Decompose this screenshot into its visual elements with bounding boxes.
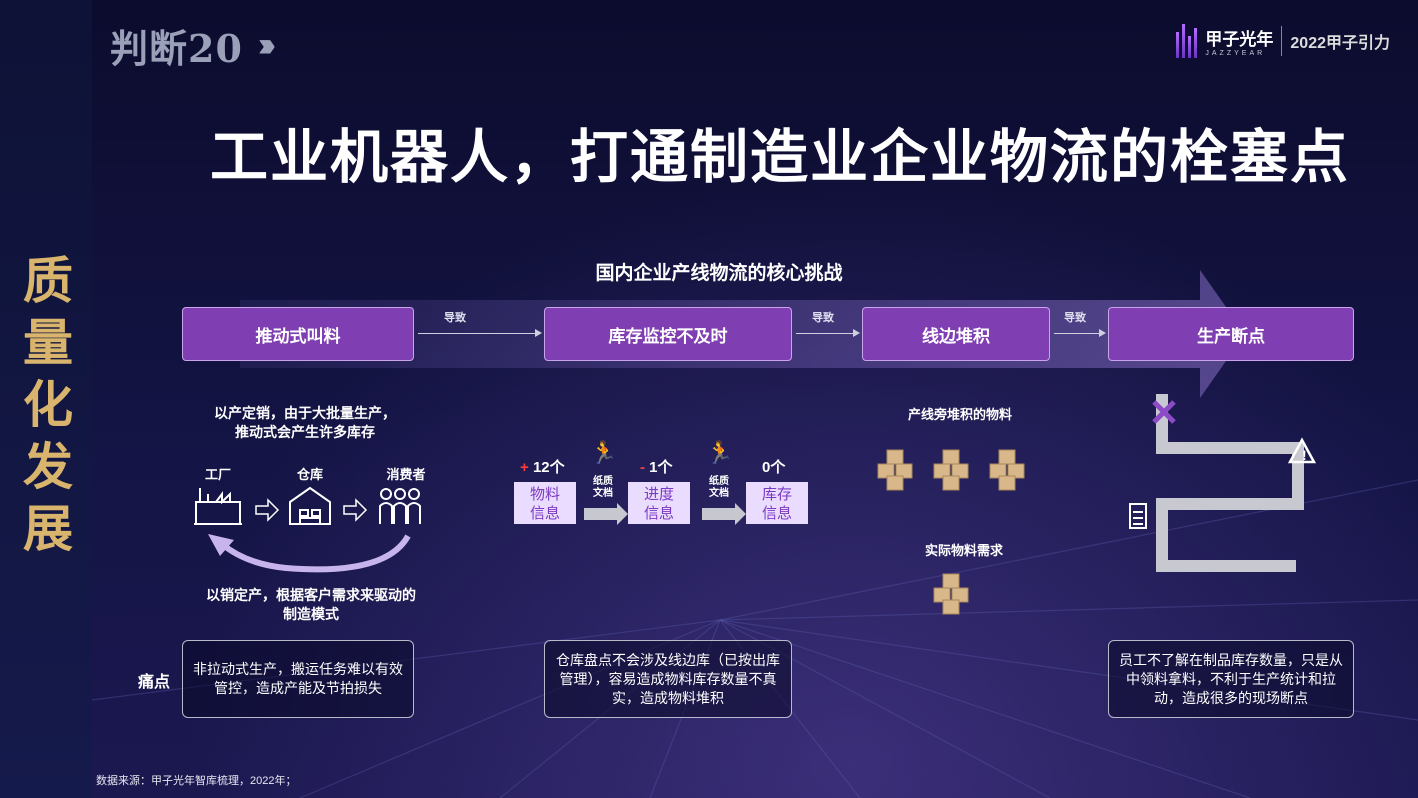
doc-label: 纸质文档 xyxy=(704,476,734,500)
text-line: 纸质 xyxy=(593,476,613,487)
node-warehouse-label: 仓库 xyxy=(296,467,323,482)
sign: - xyxy=(640,459,645,476)
stage-monitor: 库存监控不及时 xyxy=(544,307,792,361)
text-line: 文档 xyxy=(593,488,613,499)
side-char: 质 xyxy=(23,251,73,310)
stacked-material-label: 产线旁堆积的物料 xyxy=(907,407,1012,422)
text-line: 文档 xyxy=(709,488,729,499)
text-line: 进度 xyxy=(643,485,674,503)
text-line: 纸质 xyxy=(709,476,729,487)
actual-demand-label: 实际物料需求 xyxy=(924,543,1003,558)
pain-point-monitor: 仓库盘点不会涉及线边库（已按出库管理），容易造成物料库存数量不真实，造成物料堆积 xyxy=(544,640,792,718)
brand-logo: 甲子光年 JAZZYEAR 2022甲子引力 xyxy=(1176,24,1390,58)
info-progress: 进度信息 xyxy=(628,482,690,524)
text-line: 信息 xyxy=(761,504,792,522)
section-tag: 判断20 xyxy=(110,26,243,71)
stage-push: 推动式叫料 xyxy=(182,307,414,361)
connector-label: 导致 xyxy=(812,312,834,324)
logo-bars-icon xyxy=(1176,24,1198,58)
text-line: 信息 xyxy=(643,504,674,522)
loop-arrow xyxy=(220,534,411,573)
runner-icon: 🏃 xyxy=(590,440,618,465)
document-icon xyxy=(1129,503,1147,529)
stage-breakpoint: 生产断点 xyxy=(1108,307,1354,361)
push-description: 以产定销，由于大批量生产， 推动式会产生许多库存 xyxy=(190,404,420,442)
text-line: 以销定产，根据客户需求来驱动的 xyxy=(206,587,416,603)
runner-icon: 🏃 xyxy=(706,440,734,465)
text-line: 制造模式 xyxy=(283,606,339,622)
count-inventory: 0个 xyxy=(762,456,785,477)
side-char: 化 xyxy=(23,375,73,434)
connector-label: 导致 xyxy=(444,312,466,324)
factory-icon xyxy=(194,488,242,525)
node-factory-label: 工厂 xyxy=(204,467,231,482)
doc-label: 纸质文档 xyxy=(588,476,618,500)
info-inventory: 库存信息 xyxy=(746,482,808,524)
logo-divider xyxy=(1281,26,1283,56)
box-icon xyxy=(933,573,969,615)
gray-arrow-icon xyxy=(702,503,746,525)
stage-lineside: 线边堆积 xyxy=(862,307,1050,361)
logo-event: 2022甲子引力 xyxy=(1290,35,1390,52)
pain-point-push: 非拉动式生产，搬运任务难以有效管控，造成产能及节拍损失 xyxy=(182,640,414,718)
warehouse-icon xyxy=(289,486,331,525)
text-line: 库存 xyxy=(761,485,792,503)
logo-name: 甲子光年 xyxy=(1205,30,1274,49)
text-line: 信息 xyxy=(529,504,560,522)
pain-label: 痛点 xyxy=(138,674,171,691)
count-value: 12个 xyxy=(532,459,565,476)
breakpoint-path-diagram: ! xyxy=(1129,394,1317,572)
info-material: 物料信息 xyxy=(514,482,576,524)
text-line: 以产定销，由于大批量生产， xyxy=(214,405,396,421)
data-source: 数据来源：甲子光年智库梳理，2022年； xyxy=(96,775,297,787)
sign: + xyxy=(520,459,529,476)
boxes-icon xyxy=(877,449,1025,491)
side-char: 量 xyxy=(23,313,73,372)
pain-point-breakpoint: 员工不了解在制品库存数量，只是从中领料拿料，不利于生产统计和拉动，造成很多的现场… xyxy=(1108,640,1354,718)
count-material: + 12个 xyxy=(520,456,565,477)
gray-arrow-icon xyxy=(584,503,628,525)
connector-arrow xyxy=(418,329,542,337)
svg-text:!: ! xyxy=(1302,447,1307,463)
warning-icon: ! xyxy=(1287,437,1317,464)
close-icon xyxy=(1152,400,1176,424)
arrow-right-icon xyxy=(343,498,368,522)
pull-description: 以销定产，根据客户需求来驱动的 制造模式 xyxy=(176,586,446,624)
text-line: 物料 xyxy=(529,485,560,503)
side-char: 展 xyxy=(23,499,73,558)
side-char: 发 xyxy=(23,437,73,496)
consumers-icon xyxy=(379,488,421,524)
side-panel xyxy=(0,0,92,798)
page-title: 工业机器人，打通制造业企业物流的栓塞点 xyxy=(210,125,1351,190)
count-value: 0个 xyxy=(762,459,786,476)
push-model-diagram xyxy=(194,486,421,573)
arrow-right-icon xyxy=(255,498,280,522)
count-value: 1个 xyxy=(649,459,673,476)
node-consumer-label: 消费者 xyxy=(386,467,426,482)
connector-label: 导致 xyxy=(1064,312,1086,324)
connector-arrow xyxy=(796,329,860,337)
connector-arrow xyxy=(1054,329,1106,337)
count-progress: - 1个 xyxy=(640,456,673,477)
flow-title: 国内企业产线物流的核心挑战 xyxy=(595,263,843,284)
text-line: 推动式会产生许多库存 xyxy=(235,424,375,440)
side-title: 质 量 化 发 展 xyxy=(18,250,78,560)
logo-sub: JAZZYEAR xyxy=(1205,50,1266,57)
